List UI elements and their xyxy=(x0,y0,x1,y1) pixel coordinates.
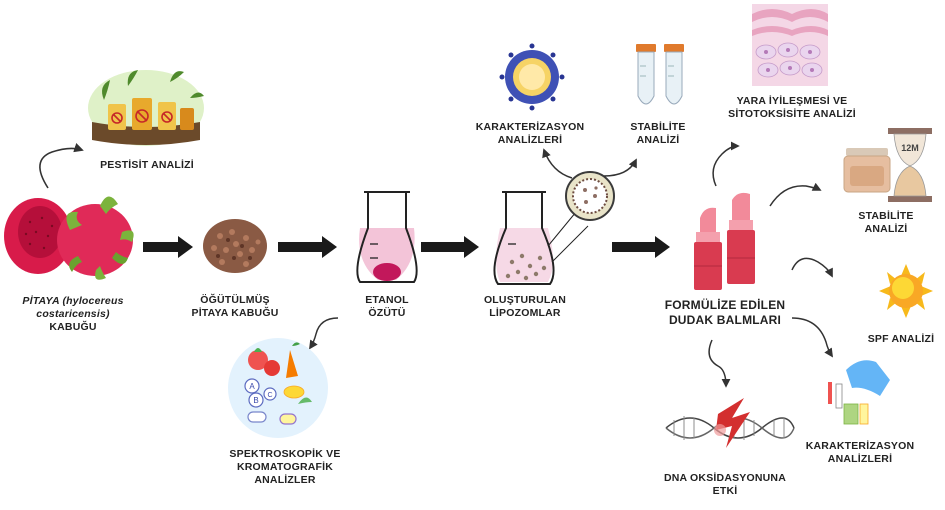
charact2-line2: ANALİZLERİ xyxy=(827,453,893,465)
arrow-to-stability-2 xyxy=(769,182,822,207)
dna-icon xyxy=(665,398,795,448)
vitamin-c: C xyxy=(267,392,272,399)
spf-text: SPF ANALİZİ xyxy=(867,333,935,345)
stability2-label: STABİLİTE ANALİZİ xyxy=(846,210,926,236)
dna-line2: ETKİ xyxy=(712,485,738,497)
sun-icon xyxy=(879,264,933,318)
cells-icon xyxy=(752,4,828,86)
liposomes-line2: LİPOZOMLAR xyxy=(489,307,561,319)
stab-line1: STABİLİTE xyxy=(630,121,686,133)
ground-line1: ÖĞÜTÜLMÜŞ xyxy=(200,294,270,306)
tubes-icon xyxy=(636,44,684,105)
wound-line2: SİTOTOKSİSİTE ANALİZİ xyxy=(728,108,856,120)
spectro-label: SPEKTROSKOPİK VE KROMATOGRAFİK ANALİZLER xyxy=(205,448,365,487)
main-flow-arrows xyxy=(143,236,670,258)
balm-line1: FORMÜLİZE EDİLEN xyxy=(664,298,786,312)
characterization-label: KARAKTERİZASYON ANALİZLERİ xyxy=(470,121,590,147)
lip-balm-icon xyxy=(694,192,755,290)
liposomes-line1: OLUŞTURULAN xyxy=(483,294,567,306)
charact2-line1: KARAKTERİZASYON xyxy=(805,440,915,452)
wound-label: YARA İYİLEŞMESİ VE SİTOTOKSİSİTE ANALİZİ xyxy=(722,95,862,121)
dna-line1: DNA OKSİDASYONUNA xyxy=(663,472,787,484)
pitaya-species-line2: costaricensis) xyxy=(36,308,110,320)
spectro-line2: KROMATOGRAFİK ANALİZLER xyxy=(236,461,334,486)
arrow-to-characterization xyxy=(542,148,573,179)
hourglass-jar-icon: 12M xyxy=(843,128,932,202)
wound-line1: YARA İYİLEŞMESİ VE xyxy=(736,95,848,107)
spectro-line1: SPEKTROSKOPİK VE xyxy=(229,448,341,460)
stab-line2: ANALİZİ xyxy=(636,134,680,146)
pitaya-peel-line: KABUĞU xyxy=(49,321,97,333)
fruit-veg-icon: A B C xyxy=(228,338,328,438)
liposome-structure-icon xyxy=(499,43,565,111)
arrow-to-stability xyxy=(603,158,637,177)
hourglass-label: 12M xyxy=(901,143,919,153)
liposomes-label: OLUŞTURULAN LİPOZOMLAR xyxy=(470,294,580,320)
pitaya-fruit xyxy=(4,196,134,280)
ethanol-flask-icon xyxy=(356,191,418,283)
ethanol-line1: ETANOL xyxy=(365,294,409,306)
arrow-to-dna xyxy=(708,339,731,388)
pesticide-text: PESTİSİT ANALİZİ xyxy=(100,159,194,171)
dna-label: DNA OKSİDASYONUNA ETKİ xyxy=(650,472,800,498)
arrow-to-spectro xyxy=(309,317,339,350)
liposome-icon xyxy=(565,171,615,221)
pesticide-jars-icon xyxy=(88,70,204,146)
arrow-to-wound xyxy=(712,141,740,187)
charact-line2: ANALİZLERİ xyxy=(497,134,563,146)
peel-pile-icon xyxy=(203,219,267,273)
spf-label: SPF ANALİZİ xyxy=(860,333,942,346)
stability-label: STABİLİTE ANALİZİ xyxy=(618,121,698,147)
charact-line1: KARAKTERİZASYON xyxy=(475,121,585,133)
ethanol-line2: ÖZÜTÜ xyxy=(368,307,406,319)
vitamin-b: B xyxy=(253,396,258,405)
characterization2-label: KARAKTERİZASYON ANALİZLERİ xyxy=(800,440,920,466)
arrow-to-pesticide xyxy=(39,143,84,189)
arrow-to-characterization-2 xyxy=(791,317,833,358)
vitamin-a: A xyxy=(249,382,255,391)
pesticide-label: PESTİSİT ANALİZİ xyxy=(82,159,212,172)
arrow-to-spf xyxy=(791,257,833,278)
stab2-line1: STABİLİTE xyxy=(858,210,914,222)
lip-balm-label: FORMÜLİZE EDİLEN DUDAK BALMLARI xyxy=(660,298,790,328)
stab2-line2: ANALİZİ xyxy=(864,223,908,235)
balm-line2: DUDAK BALMLARI xyxy=(668,313,782,327)
pitaya-label: PİTAYA (hylocereus costaricensis) KABUĞU xyxy=(8,295,138,334)
liposome-flask-icon xyxy=(493,191,589,285)
ground-line2: PİTAYA KABUĞU xyxy=(191,307,279,319)
pitaya-species-line1: PİTAYA (hylocereus xyxy=(22,295,124,307)
ground-peel-label: ÖĞÜTÜLMÜŞ PİTAYA KABUĞU xyxy=(180,294,290,320)
ethanol-label: ETANOL ÖZÜTÜ xyxy=(347,294,427,320)
pipette-icon xyxy=(828,360,890,425)
